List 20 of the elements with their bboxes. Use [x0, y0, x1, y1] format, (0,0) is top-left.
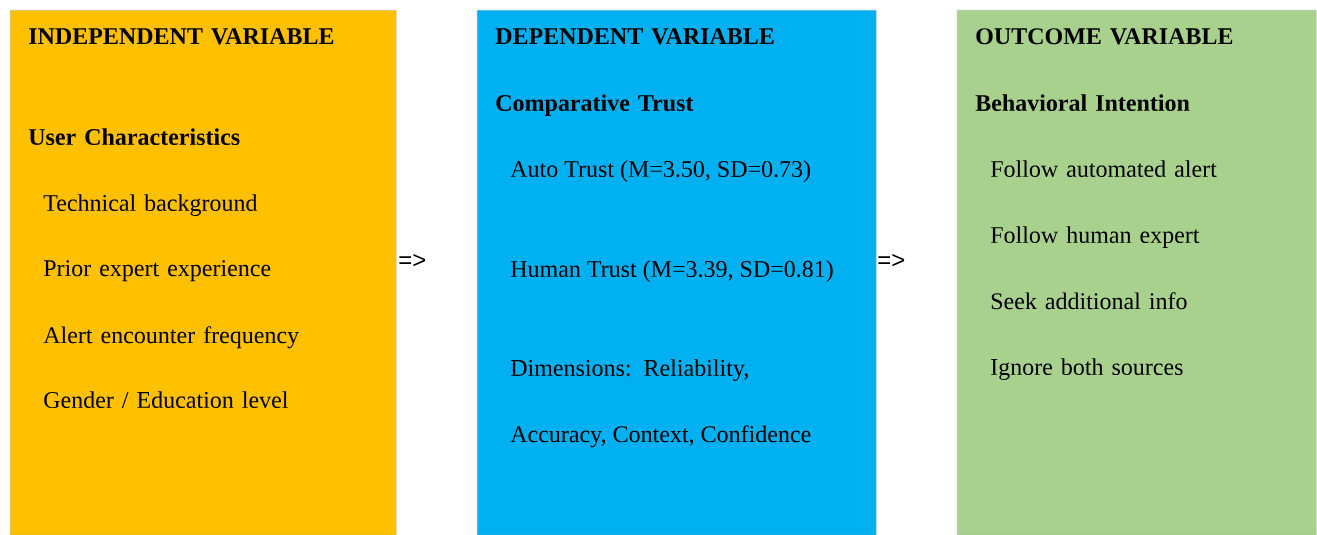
list-item: Accuracy, Context, Confidence — [510, 425, 811, 448]
list-item: Follow automated alert — [990, 160, 1217, 178]
list-item: Human Trust (M=3.39, SD=0.81) — [510, 260, 833, 282]
arrow-symbol: => — [878, 254, 905, 267]
list-item: Dimensions: Reliability, — [510, 359, 748, 381]
heading: DEPENDENT VARIABLE — [495, 28, 774, 45]
list-item: Gender / Education level — [44, 391, 288, 409]
heading: INDEPENDENT VARIABLE — [29, 28, 334, 45]
list-item: Auto Trust (M=3.50, SD=0.73) — [510, 160, 810, 182]
subheading: Comparative Trust — [496, 94, 694, 116]
list-item: Technical background — [43, 194, 258, 216]
list-item: Follow human expert — [990, 226, 1200, 248]
list-item: Prior expert experience — [43, 260, 271, 282]
list-item: Seek additional info — [991, 292, 1187, 310]
subheading: User Characteristics — [28, 128, 240, 146]
heading: OUTCOME VARIABLE — [976, 28, 1233, 45]
arrow-symbol: => — [399, 254, 426, 267]
list-item: Alert encounter frequency — [43, 326, 299, 349]
subheading: Behavioral Intention — [975, 94, 1190, 112]
list-item: Ignore both sources — [991, 358, 1183, 380]
